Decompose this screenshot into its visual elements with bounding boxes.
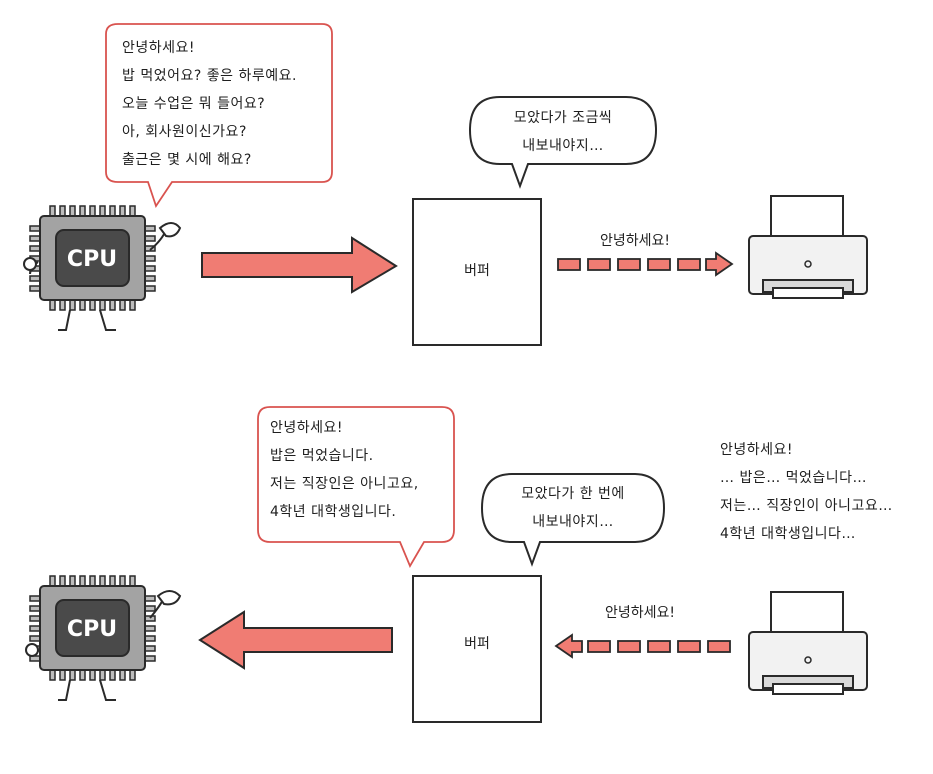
buffer-bubble-text-top: 모았다가 조금씩 내보내야지… (472, 104, 654, 160)
buffer-bubble-line: 내보내야지… (522, 138, 604, 154)
printer-text-bottom: 안녕하세요! … 밥은… 먹었습니다… 저는… 직장인이 아니고요… 4학년 대… (720, 436, 893, 548)
flow-label-bottom: 안녕하세요! (604, 605, 675, 621)
buffer-bubble-line: 내보내야지… (532, 514, 614, 530)
buffer-bubble-line: 모았다가 한 번에 (521, 486, 625, 502)
cpu-bubble-line: 4학년 대학생입니다. (270, 504, 397, 520)
buffer-bubble-text-bottom: 모았다가 한 번에 내보내야지… (484, 480, 662, 536)
cpu-speech-bubble-top (105, 23, 333, 209)
printer-text-line: 저는… 직장인이 아니고요… (720, 498, 893, 514)
cpu-bubble-line: 아, 회사원이신가요? (122, 124, 247, 140)
printer-text-line: 4학년 대학생입니다… (720, 526, 856, 542)
printer-text-line: … 밥은… 먹었습니다… (720, 470, 868, 486)
cpu-speech-bubble-bottom (257, 406, 455, 569)
buffer-speech-bubble-bottom (480, 473, 666, 567)
cpu-chip-top: CPU (29, 205, 156, 311)
buffer-label-top: 버퍼 (464, 263, 490, 279)
cpu-bubble-text-bottom: 안녕하세요! 밥은 먹었습니다. 저는 직장인은 아니고요, 4학년 대학생입니… (270, 414, 419, 526)
buffer-box-top (412, 198, 542, 346)
arrow-cpu-to-buffer-top (201, 236, 398, 294)
cpu-label-top: CPU (67, 247, 117, 272)
cpu-bubble-line: 저는 직장인은 아니고요, (270, 476, 419, 492)
arrow-buffer-to-cpu-bottom (198, 610, 393, 670)
cpu-bubble-line: 출근은 몇 시에 해요? (122, 152, 252, 168)
cpu-limbs-bottom (25, 590, 182, 701)
flow-label-top: 안녕하세요! (599, 233, 670, 249)
cpu-bubble-line: 오늘 수업은 뭐 들어요? (122, 96, 266, 112)
buffer-speech-bubble-top (468, 96, 658, 189)
buffer-bubble-line: 모았다가 조금씩 (513, 110, 613, 126)
cpu-bubble-line: 안녕하세요! (122, 40, 196, 56)
cpu-bubble-line: 안녕하세요! (270, 420, 344, 436)
cpu-bubble-line: 밥 먹었어요? 좋은 하루예요. (122, 68, 297, 84)
cpu-label-bottom: CPU (67, 617, 117, 642)
buffer-box-bottom (412, 575, 542, 723)
buffer-label-bottom: 버퍼 (464, 636, 490, 652)
cpu-bubble-line: 밥은 먹었습니다. (270, 448, 374, 464)
cpu-chip-bottom: CPU (29, 575, 156, 681)
dashed-arrow-buffer-to-printer-top (557, 251, 734, 277)
cpu-bubble-text-top: 안녕하세요! 밥 먹었어요? 좋은 하루예요. 오늘 수업은 뭐 들어요? 아,… (122, 34, 297, 174)
printer-bottom (748, 591, 868, 695)
cpu-limbs-top (23, 222, 182, 331)
printer-top (748, 195, 868, 299)
printer-text-line: 안녕하세요! (720, 442, 794, 458)
dashed-arrow-printer-to-buffer-bottom (554, 633, 731, 659)
